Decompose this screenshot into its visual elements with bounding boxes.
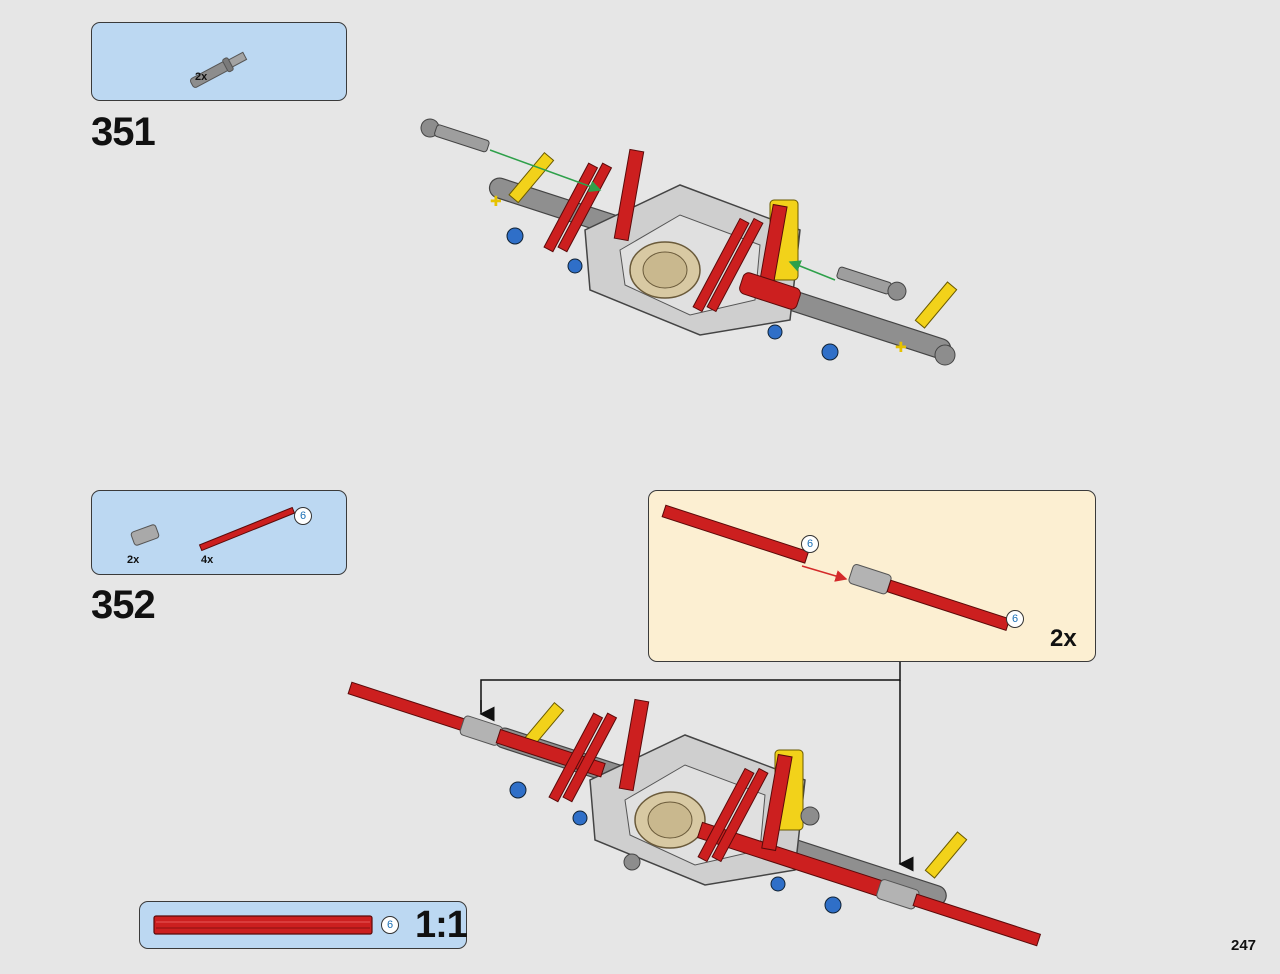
long-red-axle-right [696, 821, 1042, 947]
axle-length-badge-a: 6 [801, 535, 819, 553]
blue-pin-1 [506, 227, 524, 245]
parts-callout-step-351: 2x [91, 22, 347, 101]
axle-connector-icon [130, 506, 296, 552]
guide-arrow-green-right [788, 260, 836, 281]
guide-arrow-red [801, 565, 848, 582]
blue-pin-4 [821, 343, 839, 361]
scale-label: 1:1 [415, 904, 468, 946]
part-quantity-axle: 4x [201, 554, 214, 566]
scale-guide-box: 6 1:1 [139, 901, 468, 949]
subassembly-multiplier: 2x [1050, 625, 1077, 652]
yellow-axle-rear [508, 151, 555, 204]
parts-callout-step-352: 2x 4x 6 [91, 490, 347, 575]
subassembly-illustration [661, 504, 1011, 631]
scale-axle-icon [153, 915, 373, 935]
part-quantity: 2x [195, 71, 208, 83]
axle-length-badge-b: 6 [1006, 610, 1024, 628]
scale-length-badge: 6 [381, 916, 399, 934]
axle-pin-icon [189, 51, 248, 88]
guide-arrow-green-left [489, 149, 602, 193]
svg-text:✚: ✚ [490, 193, 502, 209]
incoming-pin-right [836, 266, 907, 301]
step-number-351: 351 [91, 110, 156, 154]
red-axle-group-left [543, 148, 645, 253]
red-axle-icon [198, 506, 296, 552]
svg-text:✚: ✚ [895, 339, 907, 355]
callout-connector [480, 662, 901, 712]
blue-pin-3 [767, 324, 783, 340]
step-number-352: 352 [91, 583, 156, 627]
yellow-axle-front [914, 281, 958, 329]
incoming-pin-left [420, 118, 490, 153]
axle-length-badge: 6 [294, 507, 312, 525]
part-quantity-connector: 2x [127, 554, 140, 566]
page-number: 247 [1231, 937, 1257, 954]
blue-pin-2 [567, 258, 583, 274]
red-axle-group-right [692, 203, 801, 313]
subassembly-callout: 6 6 2x [648, 490, 1096, 662]
